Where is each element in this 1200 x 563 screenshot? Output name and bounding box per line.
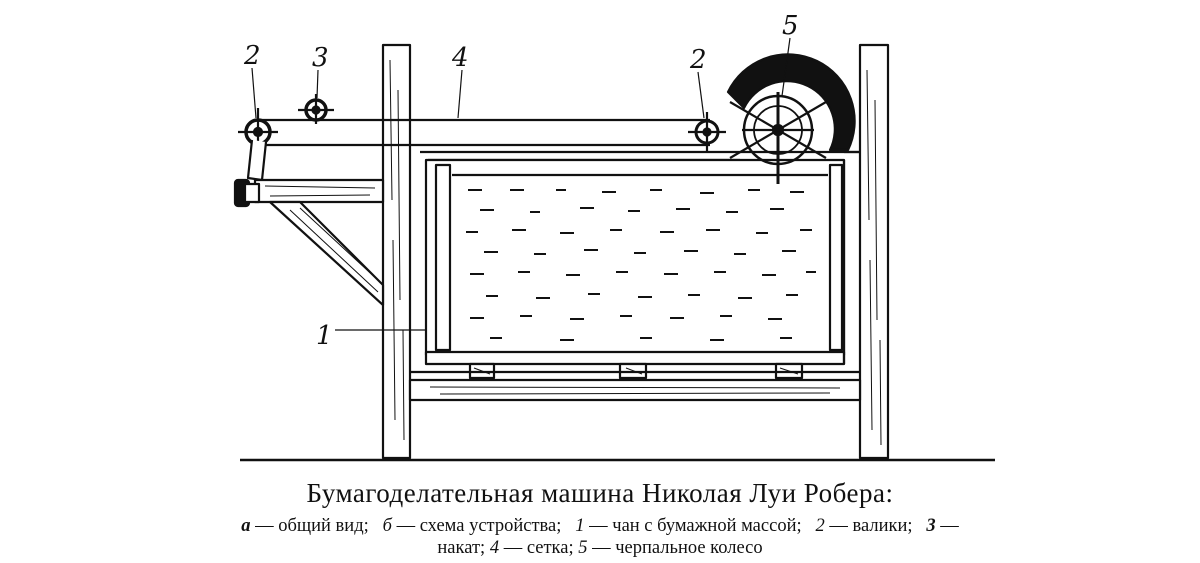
label-vat: 1 <box>316 321 333 351</box>
crank-arm <box>246 139 268 182</box>
legend-key-5: 5 <box>578 538 588 558</box>
figure-caption-title: Бумагоделательная машина Николая Луи Роб… <box>306 478 894 508</box>
legend-key-1: 1 <box>575 516 585 536</box>
left-post <box>381 43 412 460</box>
legend-line-1: а — общий вид; б — схема устройства; 1 —… <box>0 515 1200 537</box>
legend-key-2: 2 <box>815 516 825 536</box>
right-post <box>858 43 890 460</box>
bottom-beam <box>408 370 862 402</box>
mesh-belt <box>258 118 710 147</box>
figure-caption-legend: а — общий вид; б — схема устройства; 1 —… <box>0 515 1200 559</box>
legend-line-2: накат; 4 — сетка; 5 — черпальное колесо <box>0 537 1200 559</box>
roller-right <box>688 112 726 152</box>
legend-text-b: — схема устройства; <box>396 516 562 536</box>
paper-machine-diagram: 2 3 4 2 5 1 <box>233 11 995 462</box>
label-roller-right: 2 <box>689 45 707 75</box>
label-wheel: 5 <box>782 11 799 41</box>
label-roller-left: 2 <box>243 41 261 71</box>
legend-text-1: — чан с бумажной массой; <box>589 516 802 536</box>
label-mesh: 4 <box>451 43 469 73</box>
dipping-wheel <box>726 53 856 184</box>
legend-text-4: — сетка; <box>503 538 574 558</box>
legend-key-a: а <box>241 516 251 536</box>
legend-text-3: — <box>940 516 959 536</box>
legend-text-2: — валики; <box>829 516 913 536</box>
label-press: 3 <box>312 43 329 73</box>
legend-key-b: б <box>382 516 392 536</box>
legend-key-3: 3 <box>926 516 936 536</box>
vat <box>424 158 846 366</box>
legend-text-5: — черпальное колесо <box>592 538 763 558</box>
legend-text-3b: накат; <box>437 538 486 558</box>
pulp-mass <box>466 189 816 341</box>
press-roller <box>298 94 334 124</box>
legend-text-a: — общий вид; <box>255 516 369 536</box>
left-bracket <box>233 178 385 307</box>
legend-key-4: 4 <box>489 538 500 558</box>
